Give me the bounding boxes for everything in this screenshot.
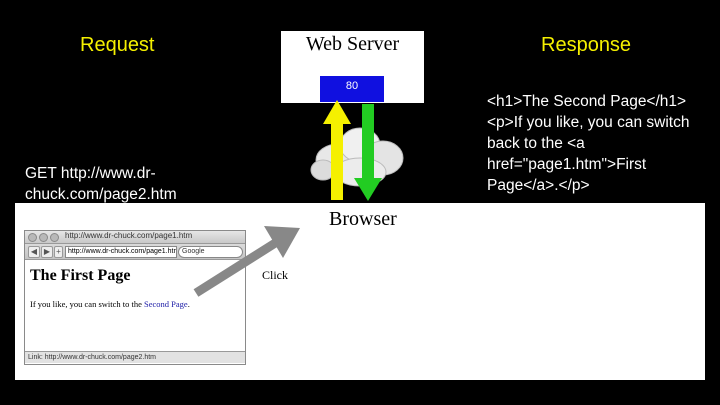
response-html-text: <h1>The Second Page</h1><p>If you like, …: [487, 93, 690, 194]
click-label: Click: [262, 268, 288, 282]
mini-browser-toolbar: ◀ ▶ + http://www.dr-chuck.com/page1.htm …: [25, 244, 245, 260]
search-field[interactable]: Google: [178, 246, 243, 258]
address-bar[interactable]: http://www.dr-chuck.com/page1.htm: [65, 246, 177, 258]
maximize-icon[interactable]: [50, 233, 59, 242]
click-arrow: [193, 226, 300, 297]
web-server-title: Web Server: [305, 33, 400, 55]
mini-browser-window: http://www.dr-chuck.com/page1.htm ◀ ▶ + …: [24, 230, 246, 365]
status-bar: Link: http://www.dr-chuck.com/page2.htm: [25, 351, 245, 363]
cloud-icon: [310, 127, 404, 187]
request-get-text: GET http://www.dr-chuck.com/page2.htm: [25, 165, 177, 203]
response-down-arrow: [354, 104, 382, 201]
second-page-link[interactable]: Second Page: [144, 299, 188, 309]
reload-icon[interactable]: +: [54, 246, 63, 258]
page-paragraph: If you like, you can switch to the Secon…: [30, 299, 190, 309]
close-icon[interactable]: [28, 233, 37, 242]
request-up-arrow: [323, 100, 351, 200]
paragraph-prefix: If you like, you can switch to the: [30, 299, 145, 309]
mini-browser-title: http://www.dr-chuck.com/page1.htm: [65, 231, 193, 240]
page-heading: The First Page: [30, 267, 131, 284]
port-80-box: 80: [320, 76, 384, 102]
forward-icon[interactable]: ▶: [41, 246, 53, 258]
request-label: Request: [80, 34, 155, 56]
paragraph-suffix: .: [187, 299, 190, 309]
mini-browser-titlebar: http://www.dr-chuck.com/page1.htm: [25, 231, 245, 244]
response-label: Response: [541, 34, 632, 56]
back-icon[interactable]: ◀: [28, 246, 40, 258]
minimize-icon[interactable]: [39, 233, 48, 242]
browser-label: Browser: [329, 208, 397, 230]
web-server-box: Web Server 80: [281, 31, 424, 103]
